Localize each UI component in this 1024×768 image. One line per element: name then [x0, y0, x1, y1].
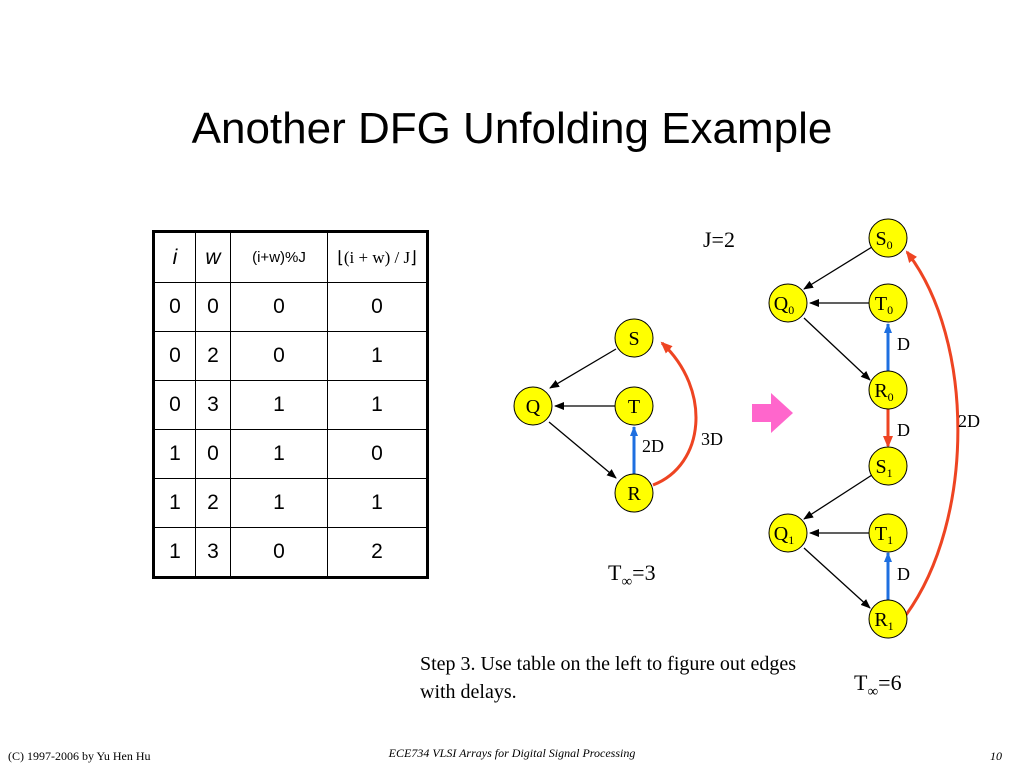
node-t-label: T: [628, 396, 640, 418]
node-t0-label: T0: [875, 293, 893, 317]
node-t1: [868, 513, 908, 553]
slide-title: Another DFG Unfolding Example: [191, 104, 833, 153]
cell: 1: [327, 478, 428, 528]
node-q1-label: Q1: [774, 523, 794, 547]
cell: 0: [153, 282, 196, 332]
cell: 1: [153, 478, 196, 528]
node-r1: [868, 599, 908, 639]
transform-arrow-icon: [752, 393, 793, 433]
delay-label-r0-t0: D: [897, 334, 910, 354]
node-r-label: R: [627, 483, 641, 505]
edge-s1-q1: [803, 474, 873, 520]
edge-s0-q0: [803, 246, 873, 290]
delay-label-r0-s1: D: [897, 420, 910, 440]
node-s0: [868, 218, 908, 258]
node-r0: [868, 370, 908, 410]
step-caption: Step 3. Use table on the left to figure …: [420, 653, 797, 703]
node-q0-label: Q0: [774, 293, 794, 317]
cell: 0: [230, 527, 328, 578]
node-s0-label: S0: [875, 228, 892, 252]
edge-r1-s0: [904, 250, 960, 616]
cell: 0: [327, 282, 428, 332]
node-q-label: Q: [526, 396, 541, 418]
cell: 1: [230, 429, 328, 479]
node-r0-label: R0: [874, 380, 893, 404]
node-r: [614, 473, 654, 513]
node-s1: [868, 446, 908, 486]
cell: 3: [195, 527, 231, 578]
edge-r-s: [652, 341, 698, 487]
node-s-label: S: [628, 328, 639, 350]
iteration-bound-original: T∞=3: [608, 560, 656, 590]
cell: 2: [195, 331, 231, 381]
original-dfg: S Q T R 2D 3D T∞=3: [513, 318, 723, 590]
footer-course: ECE734 VLSI Arrays for Digital Signal Pr…: [388, 746, 636, 760]
edge-s-q: [549, 348, 617, 389]
cell: 2: [327, 527, 428, 578]
node-q1: [768, 513, 808, 553]
node-s1-label: S1: [875, 456, 892, 480]
delay-label-2d: 2D: [642, 436, 664, 456]
unfolding-factor: J=2: [703, 227, 735, 252]
header-w: w: [195, 231, 231, 283]
node-t0: [868, 283, 908, 323]
footer-copyright: (C) 1997-2006 by Yu Hen Hu: [8, 749, 151, 763]
edge-q1-r1: [803, 547, 871, 609]
iteration-bound-unfolded: T∞=6: [854, 670, 902, 700]
delay-label-3d: 3D: [701, 429, 723, 449]
footer-page-number: 10: [990, 749, 1002, 763]
edge-q0-r0: [803, 317, 871, 381]
delay-label-r1-t1: D: [897, 564, 910, 584]
cell: 1: [327, 380, 428, 430]
unfolded-dfg: J=2 S0 Q0 T0 R0 S1 Q1 T1 R1 D D D 2D T∞=…: [703, 218, 980, 700]
cell: 0: [230, 331, 328, 381]
table-header-row: i w (i+w)%J ⌊(i + w) / J⌋: [153, 231, 428, 283]
node-r1-label: R1: [874, 609, 893, 633]
node-q0: [768, 283, 808, 323]
node-t1-label: T1: [875, 523, 893, 547]
cell: 0: [153, 331, 196, 381]
cell: 1: [153, 527, 196, 578]
header-mod: (i+w)%J: [230, 231, 328, 283]
node-q: [513, 386, 553, 426]
cell: 2: [195, 478, 231, 528]
cell: 0: [230, 282, 328, 332]
cell: 3: [195, 380, 231, 430]
node-s: [614, 318, 654, 358]
edge-q-r: [548, 421, 617, 479]
node-t: [614, 386, 654, 426]
delay-label-r1-s0: 2D: [958, 411, 980, 431]
